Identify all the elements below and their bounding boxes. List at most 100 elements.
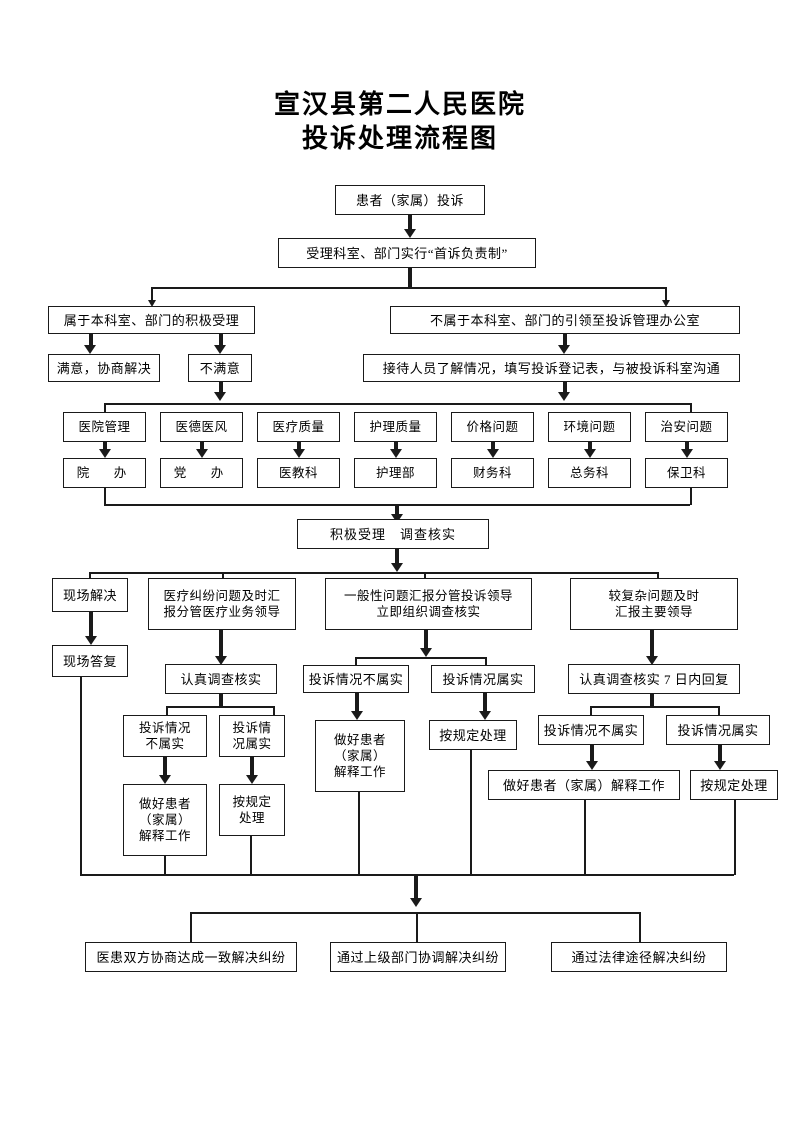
connector-branch-bus xyxy=(89,572,657,574)
node-complex-investigate[interactable]: 认真调查核实 7 日内回复 xyxy=(568,664,740,694)
node-complex-true-claim[interactable]: 投诉情况属实 xyxy=(666,715,770,745)
arrowhead-unsatisfied-to-bus xyxy=(214,392,226,401)
connector-general-explain-down xyxy=(358,792,360,875)
node-dispute-false-claim[interactable]: 投诉情况 不属实 xyxy=(123,715,207,757)
node-unsatisfied[interactable]: 不满意 xyxy=(188,354,252,382)
title-line-1: 宣汉县第二人民医院 xyxy=(273,90,526,119)
arrowhead-complex-to-investigate xyxy=(646,656,658,665)
node-general-true-claim[interactable]: 投诉情况属实 xyxy=(431,665,535,693)
connector-general-split-stem xyxy=(424,630,428,650)
node-general-explain[interactable]: 做好患者 （家属） 解释工作 xyxy=(315,720,405,792)
node-general-head[interactable]: 一般性问题汇报分管投诉领导 立即组织调查核实 xyxy=(325,578,532,630)
node-dept-7[interactable]: 保卫科 xyxy=(645,458,728,488)
node-dispute-true-claim[interactable]: 投诉情 况属实 xyxy=(219,715,285,757)
connector-general-false-to-explain xyxy=(355,693,359,713)
connector-general-split-bus xyxy=(355,657,485,659)
connector-complex-to-investigate xyxy=(650,630,654,658)
arrowhead-dispute-to-investigate xyxy=(215,656,227,665)
arrowhead-to-reception xyxy=(558,345,570,354)
arrowhead-topic-to-dept-2 xyxy=(195,449,208,458)
connector-department-bus-left xyxy=(104,403,106,413)
connector-complex-true-to-handle xyxy=(718,745,722,763)
node-outcome-1[interactable]: 医患双方协商达成一致解决纠纷 xyxy=(85,942,297,972)
node-start[interactable]: 患者（家属）投诉 xyxy=(335,185,485,215)
node-general-false-claim[interactable]: 投诉情况不属实 xyxy=(303,665,409,693)
node-dept-2[interactable]: 党 办 xyxy=(160,458,243,488)
node-reception[interactable]: 接待人员了解情况，填写投诉登记表，与被投诉科室沟通 xyxy=(363,354,740,382)
arrowhead-to-unsatisfied xyxy=(214,345,226,354)
node-general-handle[interactable]: 按规定处理 xyxy=(429,720,517,750)
connector-outcome-drop-1 xyxy=(190,912,192,943)
node-topic-5[interactable]: 价格问题 xyxy=(451,412,534,442)
connector-reception-down xyxy=(563,382,567,394)
connector-accept-stem xyxy=(395,549,399,565)
node-dispute-head[interactable]: 医疗纠纷问题及时汇 报分管医疗业务领导 xyxy=(148,578,296,630)
node-topic-2[interactable]: 医德医风 xyxy=(160,412,243,442)
node-dispute-investigate[interactable]: 认真调查核实 xyxy=(165,664,277,694)
connector-general-split-right xyxy=(485,657,487,666)
connector-belongs-to-satisfied xyxy=(89,334,93,347)
connector-dispute-split-bus xyxy=(166,706,273,708)
connector-merge-right xyxy=(690,488,692,505)
connector-complex-false-to-explain xyxy=(590,745,594,763)
node-dept-3[interactable]: 医教科 xyxy=(257,458,340,488)
node-first-responsibility[interactable]: 受理科室、部门实行“首诉负责制” xyxy=(278,238,536,268)
arrowhead-topic-to-dept-1 xyxy=(98,449,111,458)
node-topic-4[interactable]: 护理质量 xyxy=(354,412,437,442)
connector-onsite-to-reply xyxy=(89,612,93,638)
connector-topic-to-dept-2 xyxy=(199,442,204,450)
connector-notbelongs-to-reception xyxy=(563,334,567,347)
node-complex-handle[interactable]: 按规定处理 xyxy=(690,770,778,800)
arrowhead-dispute-false-to-explain xyxy=(159,775,171,784)
node-dispute-handle[interactable]: 按规定 处理 xyxy=(219,784,285,836)
connector-complex-explain-down xyxy=(584,800,586,875)
connector-first-stem xyxy=(408,268,412,288)
node-onsite-head[interactable]: 现场解决 xyxy=(52,578,128,612)
arrowhead-topic-to-dept-4 xyxy=(389,449,402,458)
connector-general-true-to-handle xyxy=(483,693,487,713)
connector-complex-handle-down xyxy=(734,800,736,875)
connector-start-to-first xyxy=(408,215,412,231)
connector-general-handle-down xyxy=(470,750,472,875)
arrowhead-topic-to-dept-5 xyxy=(486,449,499,458)
node-belongs[interactable]: 属于本科室、部门的积极受理 xyxy=(48,306,255,334)
node-topic-3[interactable]: 医疗质量 xyxy=(257,412,340,442)
connector-final-merge-stem xyxy=(414,874,418,900)
node-accept-investigate[interactable]: 积极受理 调查核实 xyxy=(297,519,489,549)
arrowhead-final-merge xyxy=(410,898,422,907)
node-dept-1[interactable]: 院 办 xyxy=(63,458,146,488)
node-satisfied[interactable]: 满意，协商解决 xyxy=(48,354,160,382)
connector-topic-to-dept-6 xyxy=(587,442,592,450)
node-complex-explain[interactable]: 做好患者（家属）解释工作 xyxy=(488,770,680,800)
connector-complex-split-bus xyxy=(590,706,718,708)
arrowhead-accept-split xyxy=(391,563,403,572)
node-topic-1[interactable]: 医院管理 xyxy=(63,412,146,442)
connector-split-bus-top xyxy=(151,287,666,289)
node-complex-head[interactable]: 较复杂问题及时 汇报主要领导 xyxy=(570,578,738,630)
node-topic-6[interactable]: 环境问题 xyxy=(548,412,631,442)
node-outcome-3[interactable]: 通过法律途径解决纠纷 xyxy=(551,942,727,972)
connector-merge-stem xyxy=(395,504,399,516)
node-onsite-reply[interactable]: 现场答复 xyxy=(52,645,128,677)
node-dept-4[interactable]: 护理部 xyxy=(354,458,437,488)
node-topic-7[interactable]: 治安问题 xyxy=(645,412,728,442)
arrowhead-to-satisfied xyxy=(84,345,96,354)
connector-split-left-drop xyxy=(151,287,153,301)
arrowhead-topic-to-dept-3 xyxy=(292,449,305,458)
node-dept-5[interactable]: 财务科 xyxy=(451,458,534,488)
connector-department-bus xyxy=(104,403,690,405)
connector-complex-split-left xyxy=(590,706,592,716)
connector-dispute-split-stem xyxy=(219,694,223,706)
node-not-belongs[interactable]: 不属于本科室、部门的引领至投诉管理办公室 xyxy=(390,306,740,334)
node-complex-false-claim[interactable]: 投诉情况不属实 xyxy=(538,715,644,745)
title-line-2: 投诉处理流程图 xyxy=(301,124,498,153)
connector-complex-split-right xyxy=(718,706,720,716)
arrowhead-general-split xyxy=(420,648,432,657)
node-dept-6[interactable]: 总务科 xyxy=(548,458,631,488)
node-outcome-2[interactable]: 通过上级部门协调解决纠纷 xyxy=(330,942,506,972)
arrowhead-dispute-true-to-handle xyxy=(246,775,258,784)
connector-topic-to-dept-7 xyxy=(684,442,689,450)
connector-onsite-reply-down xyxy=(80,677,82,875)
node-dispute-explain[interactable]: 做好患者 （家属） 解释工作 xyxy=(123,784,207,856)
connector-final-merge-bus xyxy=(80,874,734,876)
